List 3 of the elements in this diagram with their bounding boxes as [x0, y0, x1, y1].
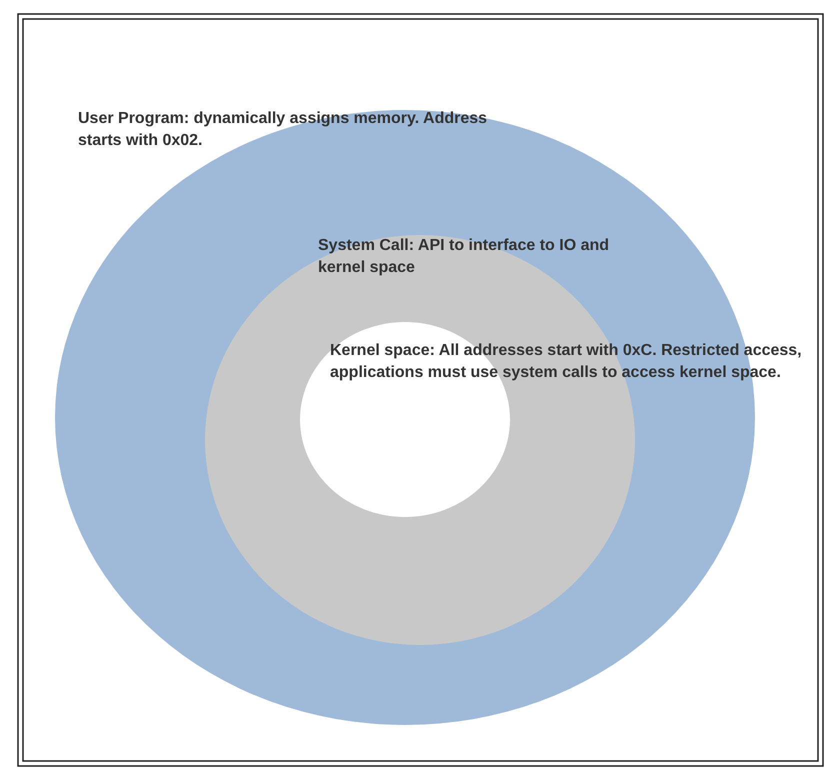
- description-text: Kernel space: All addresses start with 0xC. Restricted access, applications must use system calls to access kernel space.: [330, 341, 803, 383]
- description-text: System Call: API to interface to IO and kernel space: [318, 236, 610, 278]
- description-text: User Program: dynamically assigns memory. Address starts with 0x02.: [78, 109, 488, 151]
